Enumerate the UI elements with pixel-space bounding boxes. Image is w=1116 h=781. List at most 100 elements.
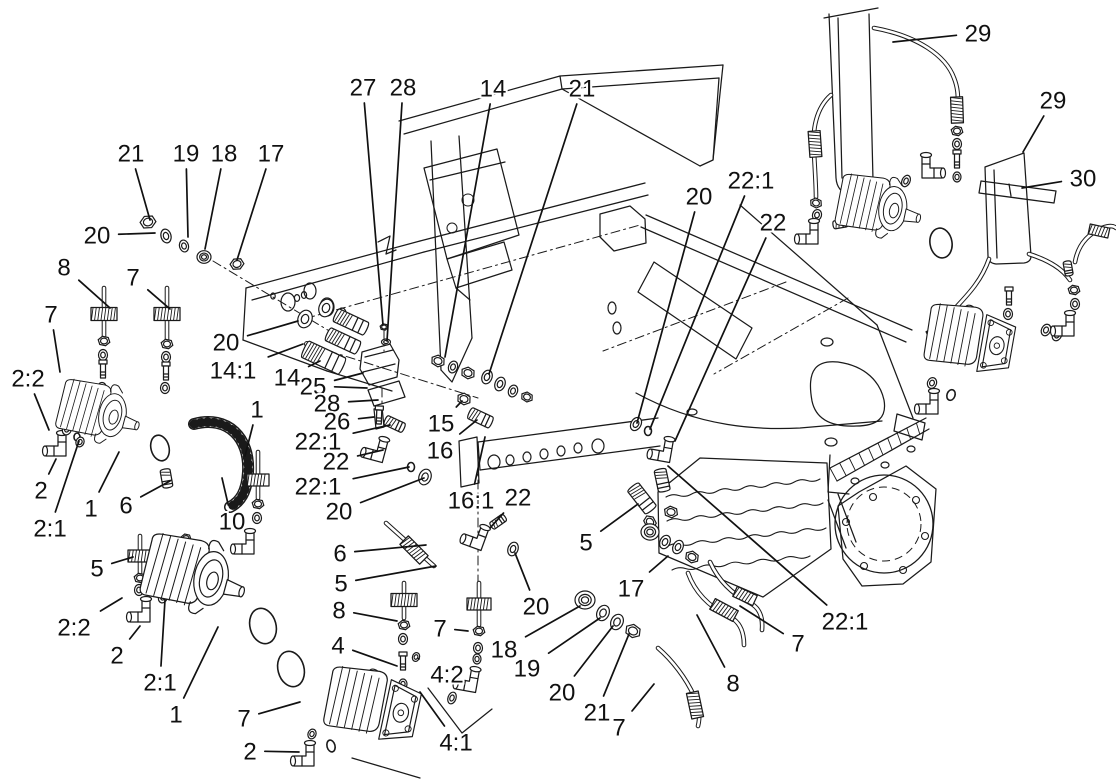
gear-pump [323, 665, 422, 740]
callout-leader [514, 552, 531, 591]
callout-leader [54, 440, 80, 513]
callout-label: 17 [258, 141, 285, 168]
callout-label: 18 [491, 637, 518, 664]
gear-pump [923, 303, 1017, 372]
callout-label: 21 [584, 700, 611, 727]
callout-leader [246, 320, 299, 337]
callout-leader [547, 617, 601, 655]
fittings-and-fasteners [41, 125, 1081, 767]
callout-label: 8 [332, 598, 345, 625]
callout-label: 4 [331, 633, 344, 660]
hydraulic-pump [139, 532, 246, 615]
hydraulic-pump [55, 378, 140, 444]
callout-label: 16 [427, 438, 454, 465]
callout-label: 2:2 [11, 366, 44, 393]
callout-leader [98, 451, 120, 493]
callout-leader [244, 424, 254, 457]
callout-leader [263, 750, 300, 753]
callout-leader [354, 565, 437, 582]
callout-label: 4:2 [430, 662, 463, 689]
callout-label: 22 [323, 449, 350, 476]
callout-leader [333, 372, 364, 382]
callout-label: 4:1 [439, 730, 472, 757]
callout-label: 5 [90, 556, 103, 583]
callout-label: 7 [612, 715, 625, 742]
callout-label: 19 [173, 141, 200, 168]
callout-leader [221, 477, 230, 506]
callout-leader [356, 449, 384, 457]
callout-leader [631, 683, 655, 712]
callout-label: 1 [250, 397, 263, 424]
callout-label: 7 [791, 631, 804, 658]
callout-label: 2 [110, 643, 123, 670]
callout-label: 10 [219, 509, 246, 536]
callout-leader [182, 626, 219, 699]
callout-leader [267, 343, 304, 358]
callout-leader [453, 628, 469, 632]
callout-label: 7 [44, 302, 57, 329]
callout-label: 20 [213, 330, 240, 357]
callout-leader [353, 544, 427, 553]
callout-label: 20 [686, 184, 713, 211]
callout-leader [160, 599, 166, 667]
callout-leader [1021, 180, 1063, 189]
callout-leader [352, 466, 410, 480]
callout-label: 15 [428, 411, 455, 438]
callout-leader [236, 168, 267, 261]
callout-label: 5 [334, 571, 347, 598]
callout-leader [444, 103, 491, 358]
callout-label: 8 [726, 671, 739, 698]
callout-leader [146, 288, 171, 310]
callout-label: 2 [243, 739, 256, 766]
callout-label: 22 [505, 485, 532, 512]
callout-label: 8 [57, 255, 70, 282]
callout-label: 30 [1070, 166, 1097, 193]
callout-label: 22:1 [295, 474, 342, 501]
callout-leader [52, 329, 61, 373]
callout-label: 29 [965, 21, 992, 48]
callout-label: 5 [579, 530, 592, 557]
callout-label: 29 [1040, 88, 1067, 115]
callout-leader [185, 168, 189, 238]
callout-leader [419, 691, 446, 727]
callout-leader [458, 419, 478, 435]
callout-leader [307, 360, 321, 368]
callout-leader [524, 605, 581, 638]
callout-label: 7 [237, 706, 250, 733]
callout-label: 2 [34, 478, 47, 505]
callout-label: 14 [274, 365, 301, 392]
callout-label: 2:1 [33, 516, 66, 543]
callout-label: 22:1 [728, 168, 775, 195]
callout-leader [99, 597, 123, 612]
callout-label: 22:1 [295, 429, 342, 456]
callout-leader [134, 168, 151, 221]
callout-leader [674, 237, 767, 442]
callout-leader [33, 393, 50, 431]
callout-leader [636, 211, 696, 424]
callout-label: 17 [618, 576, 645, 603]
callout-label: 7 [126, 265, 139, 292]
callout-label: 16:1 [448, 488, 495, 515]
hydraulic-pumps [55, 173, 1017, 740]
callout-leader [455, 400, 463, 408]
callout-label: 19 [514, 656, 541, 683]
callout-label: 27 [350, 75, 377, 102]
callout-label: 6 [119, 493, 132, 520]
callout-label: 1 [84, 496, 97, 523]
machine-frame [212, 7, 1057, 779]
callout-leader [47, 458, 57, 475]
callout-leader [667, 465, 828, 606]
callout-leader [473, 436, 486, 485]
callout-leader [892, 34, 958, 43]
callout-leader [139, 480, 171, 498]
callout-leader [602, 633, 630, 697]
callout-label: 14:1 [210, 358, 257, 385]
callout-label: 7 [433, 616, 446, 643]
callout-leader [386, 102, 403, 342]
callout-label: 2:1 [143, 670, 176, 697]
callout-label: 21 [569, 76, 596, 103]
callout-leader [347, 399, 379, 403]
callout-label: 20 [549, 680, 576, 707]
callout-label: 25 [300, 374, 327, 401]
